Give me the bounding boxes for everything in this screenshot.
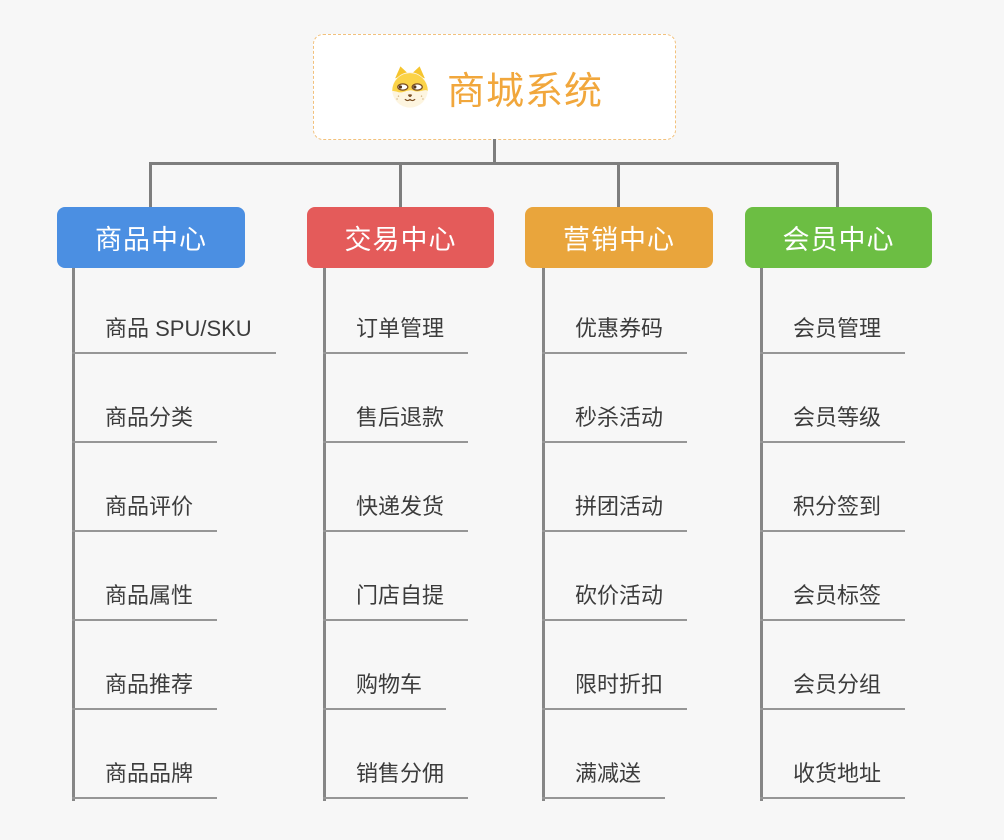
connector-horizontal [149, 162, 839, 165]
leaf-node[interactable]: 积分签到 [760, 492, 906, 532]
connector-drop [617, 162, 620, 208]
leaf-node[interactable]: 会员等级 [760, 403, 906, 443]
branch-node-product-center[interactable]: 商品中心 [57, 207, 245, 268]
shiba-dog-icon [386, 63, 434, 111]
leaf-node[interactable]: 秒杀活动 [542, 403, 688, 443]
leaf-node[interactable]: 满减送 [542, 759, 666, 799]
leaf-node[interactable]: 售后退款 [323, 403, 469, 443]
leaf-node[interactable]: 会员分组 [760, 670, 906, 710]
leaf-node[interactable]: 商品推荐 [72, 670, 218, 710]
leaf-node[interactable]: 限时折扣 [542, 670, 688, 710]
leaf-node[interactable]: 砍价活动 [542, 581, 688, 621]
leaf-node[interactable]: 销售分佣 [323, 759, 469, 799]
connector-trunk [323, 268, 326, 801]
leaf-node[interactable]: 门店自提 [323, 581, 469, 621]
leaf-node[interactable]: 拼团活动 [542, 492, 688, 532]
connector-trunk [760, 268, 763, 801]
leaf-node[interactable]: 商品分类 [72, 403, 218, 443]
branch-node-member-center[interactable]: 会员中心 [745, 207, 932, 268]
leaf-node[interactable]: 商品品牌 [72, 759, 218, 799]
connector-trunk [542, 268, 545, 801]
leaf-node[interactable]: 优惠券码 [542, 314, 688, 354]
connector-drop [399, 162, 402, 208]
leaf-node[interactable]: 商品 SPU/SKU [72, 314, 276, 354]
root-title: 商城系统 [446, 70, 603, 113]
leaf-node[interactable]: 商品属性 [72, 581, 218, 621]
leaf-node[interactable]: 订单管理 [323, 314, 469, 354]
leaf-node[interactable]: 商品评价 [72, 492, 218, 532]
branch-node-trade-center[interactable]: 交易中心 [307, 207, 494, 268]
leaf-node[interactable]: 购物车 [323, 670, 447, 710]
leaf-node[interactable]: 收货地址 [760, 759, 906, 799]
connector-root-stem [493, 139, 496, 164]
connector-trunk [72, 268, 75, 801]
root-node[interactable]: 商城系统 [313, 34, 676, 140]
leaf-node[interactable]: 会员标签 [760, 581, 906, 621]
leaf-node[interactable]: 快递发货 [323, 492, 469, 532]
connector-drop [836, 162, 839, 208]
connector-drop [149, 162, 152, 208]
branch-node-marketing-center[interactable]: 营销中心 [525, 207, 713, 268]
leaf-node[interactable]: 会员管理 [760, 314, 906, 354]
